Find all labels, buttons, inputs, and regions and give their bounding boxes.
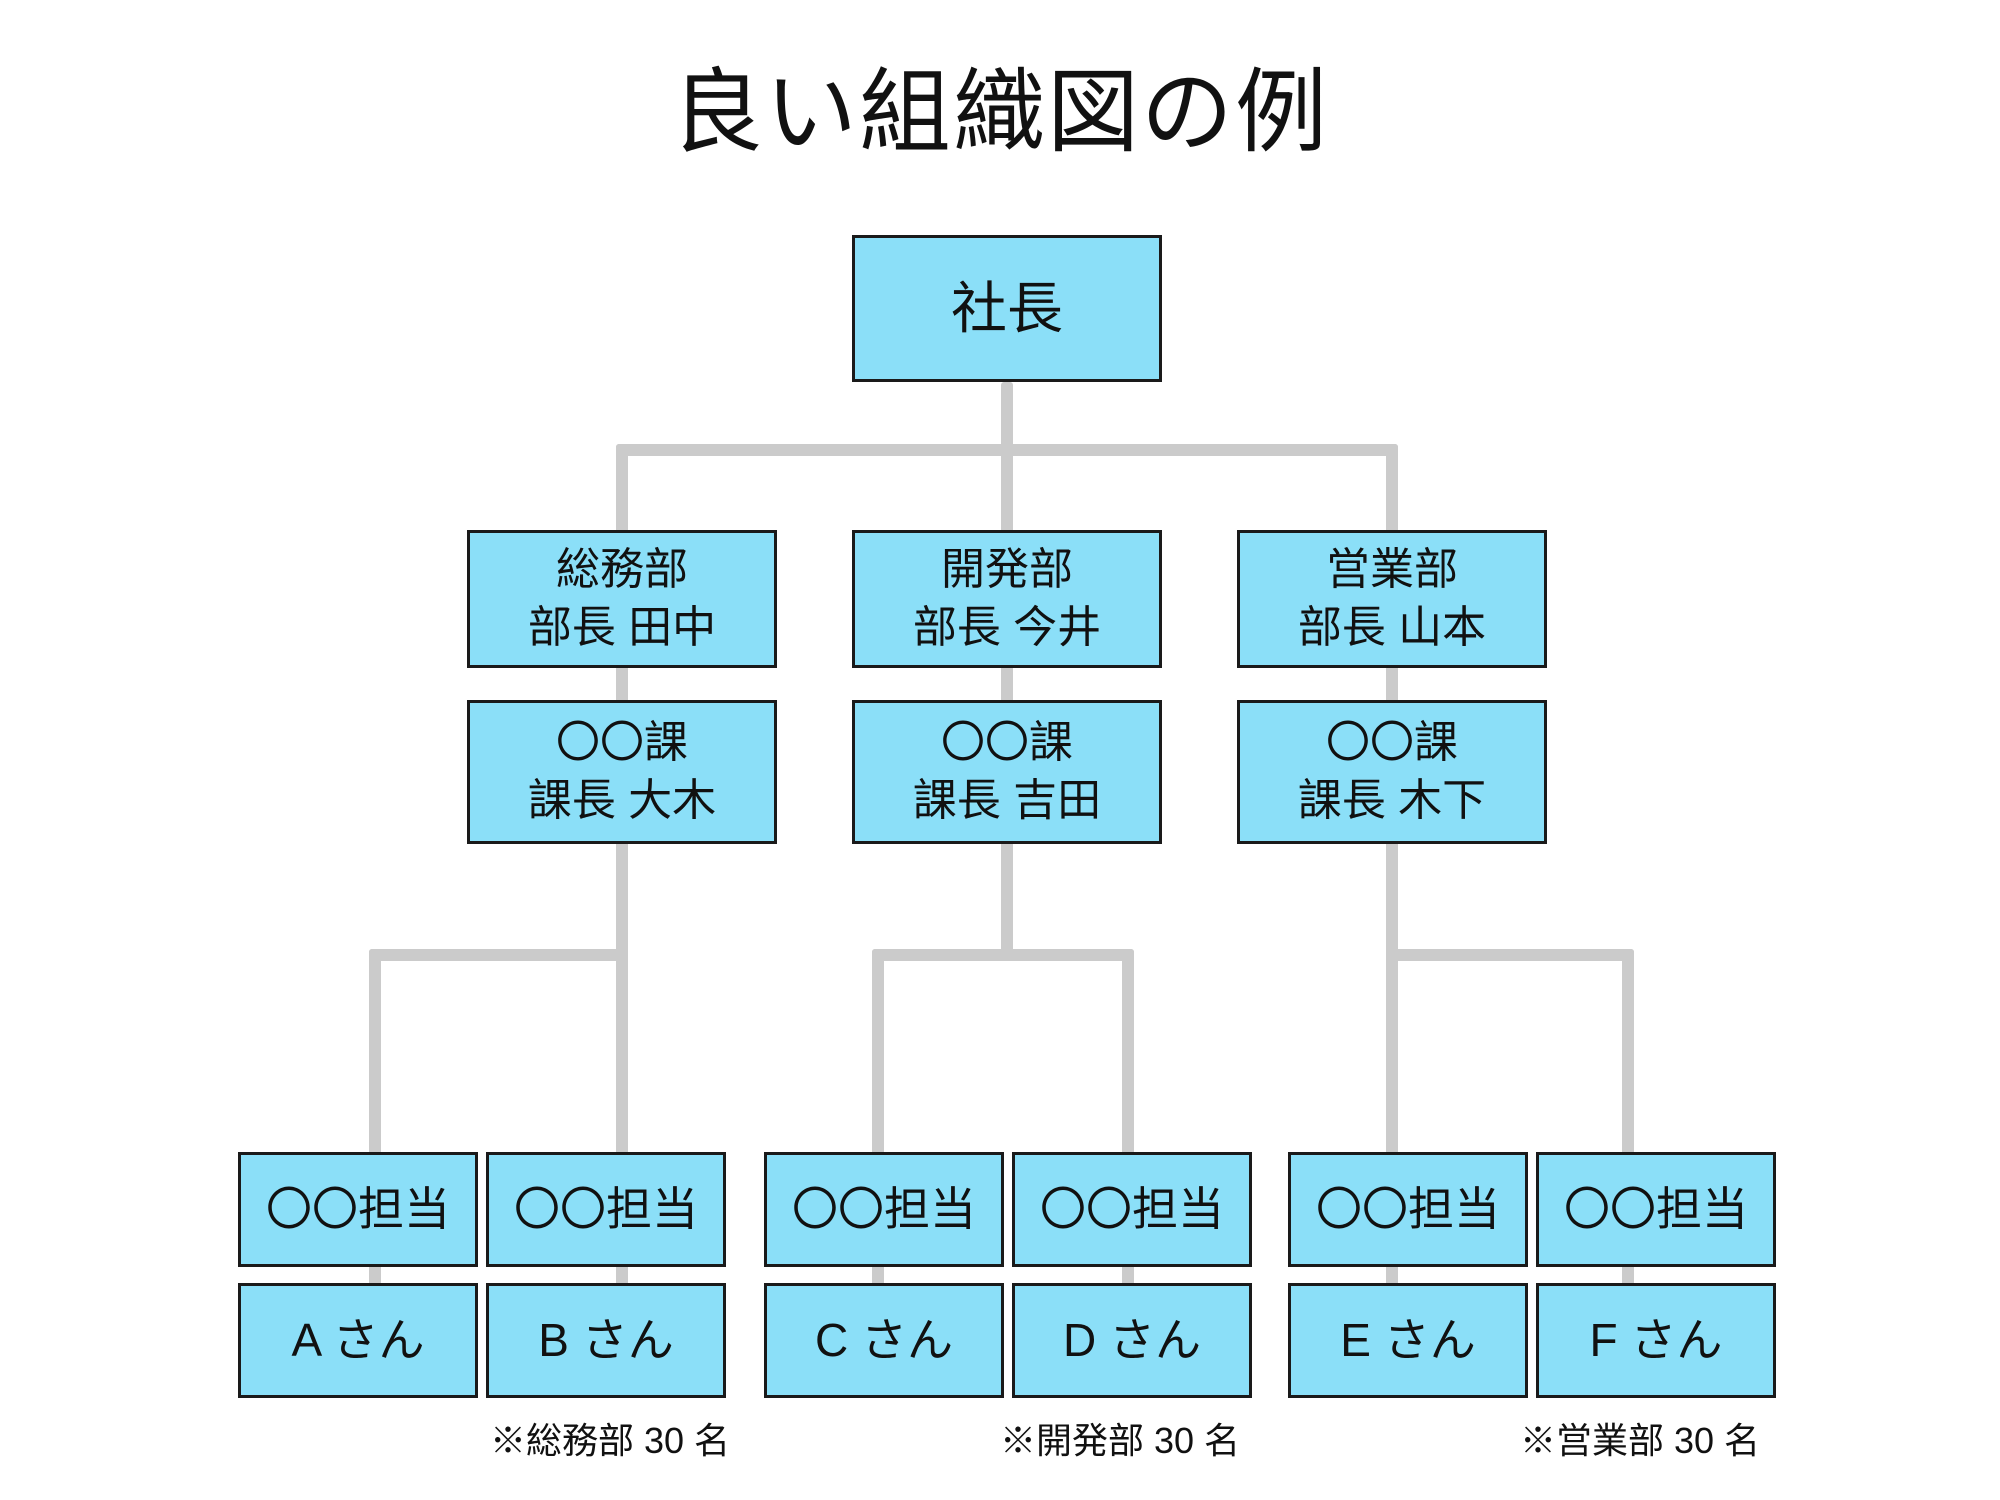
duty-label: 〇〇担当 <box>266 1183 450 1236</box>
duty-label: 〇〇担当 <box>514 1183 698 1236</box>
node-duty-b: 〇〇担当 <box>486 1152 726 1267</box>
section-chief: 課長 木下 <box>1297 776 1487 825</box>
footnote-sales: ※営業部 30 名 <box>1520 1420 1761 1461</box>
node-duty-f: 〇〇担当 <box>1536 1152 1776 1267</box>
node-person-e: E さん <box>1288 1283 1528 1398</box>
connector-president-stem <box>1001 382 1013 961</box>
node-president: 社長 <box>852 235 1162 382</box>
page-title: 良い組織図の例 <box>670 62 1329 164</box>
person-label: E さん <box>1340 1314 1476 1367</box>
node-duty-e: 〇〇担当 <box>1288 1152 1528 1267</box>
connector-group3-bar <box>1386 949 1634 961</box>
node-duty-d: 〇〇担当 <box>1012 1152 1252 1267</box>
section-name: 〇〇課 <box>1326 717 1458 767</box>
dept-manager: 部長 田中 <box>527 603 717 652</box>
footnote-general-affairs: ※総務部 30 名 <box>490 1420 731 1461</box>
section-chief: 課長 吉田 <box>912 776 1102 825</box>
node-dept-general-affairs: 総務部 部長 田中 <box>467 530 777 668</box>
dept-manager: 部長 山本 <box>1297 603 1487 652</box>
footnote-development: ※開発部 30 名 <box>1000 1420 1241 1461</box>
connector-top-bar <box>616 444 1398 456</box>
duty-label: 〇〇担当 <box>1316 1183 1500 1236</box>
node-person-b: B さん <box>486 1283 726 1398</box>
node-duty-a: 〇〇担当 <box>238 1152 478 1267</box>
connector-group1-bar <box>369 949 628 961</box>
section-name: 〇〇課 <box>556 717 688 767</box>
node-section-3: 〇〇課 課長 木下 <box>1237 700 1547 844</box>
node-dept-development: 開発部 部長 今井 <box>852 530 1162 668</box>
section-name: 〇〇課 <box>941 717 1073 767</box>
node-president-label: 社長 <box>951 276 1063 340</box>
person-label: B さん <box>538 1314 674 1367</box>
person-label: F さん <box>1589 1314 1723 1367</box>
duty-label: 〇〇担当 <box>792 1183 976 1236</box>
person-label: C さん <box>815 1314 953 1367</box>
person-label: A さん <box>291 1314 425 1367</box>
node-person-f: F さん <box>1536 1283 1776 1398</box>
connector-group2-bar <box>872 949 1134 961</box>
node-section-1: 〇〇課 課長 大木 <box>467 700 777 844</box>
section-chief: 課長 大木 <box>527 776 717 825</box>
node-person-d: D さん <box>1012 1283 1252 1398</box>
dept-name: 開発部 <box>941 544 1073 594</box>
node-section-2: 〇〇課 課長 吉田 <box>852 700 1162 844</box>
person-label: D さん <box>1063 1314 1201 1367</box>
node-person-c: C さん <box>764 1283 1004 1398</box>
dept-name: 総務部 <box>556 544 688 594</box>
node-dept-sales: 営業部 部長 山本 <box>1237 530 1547 668</box>
duty-label: 〇〇担当 <box>1564 1183 1748 1236</box>
dept-manager: 部長 今井 <box>912 603 1102 652</box>
node-person-a: A さん <box>238 1283 478 1398</box>
node-duty-c: 〇〇担当 <box>764 1152 1004 1267</box>
dept-name: 営業部 <box>1326 544 1458 594</box>
duty-label: 〇〇担当 <box>1040 1183 1224 1236</box>
